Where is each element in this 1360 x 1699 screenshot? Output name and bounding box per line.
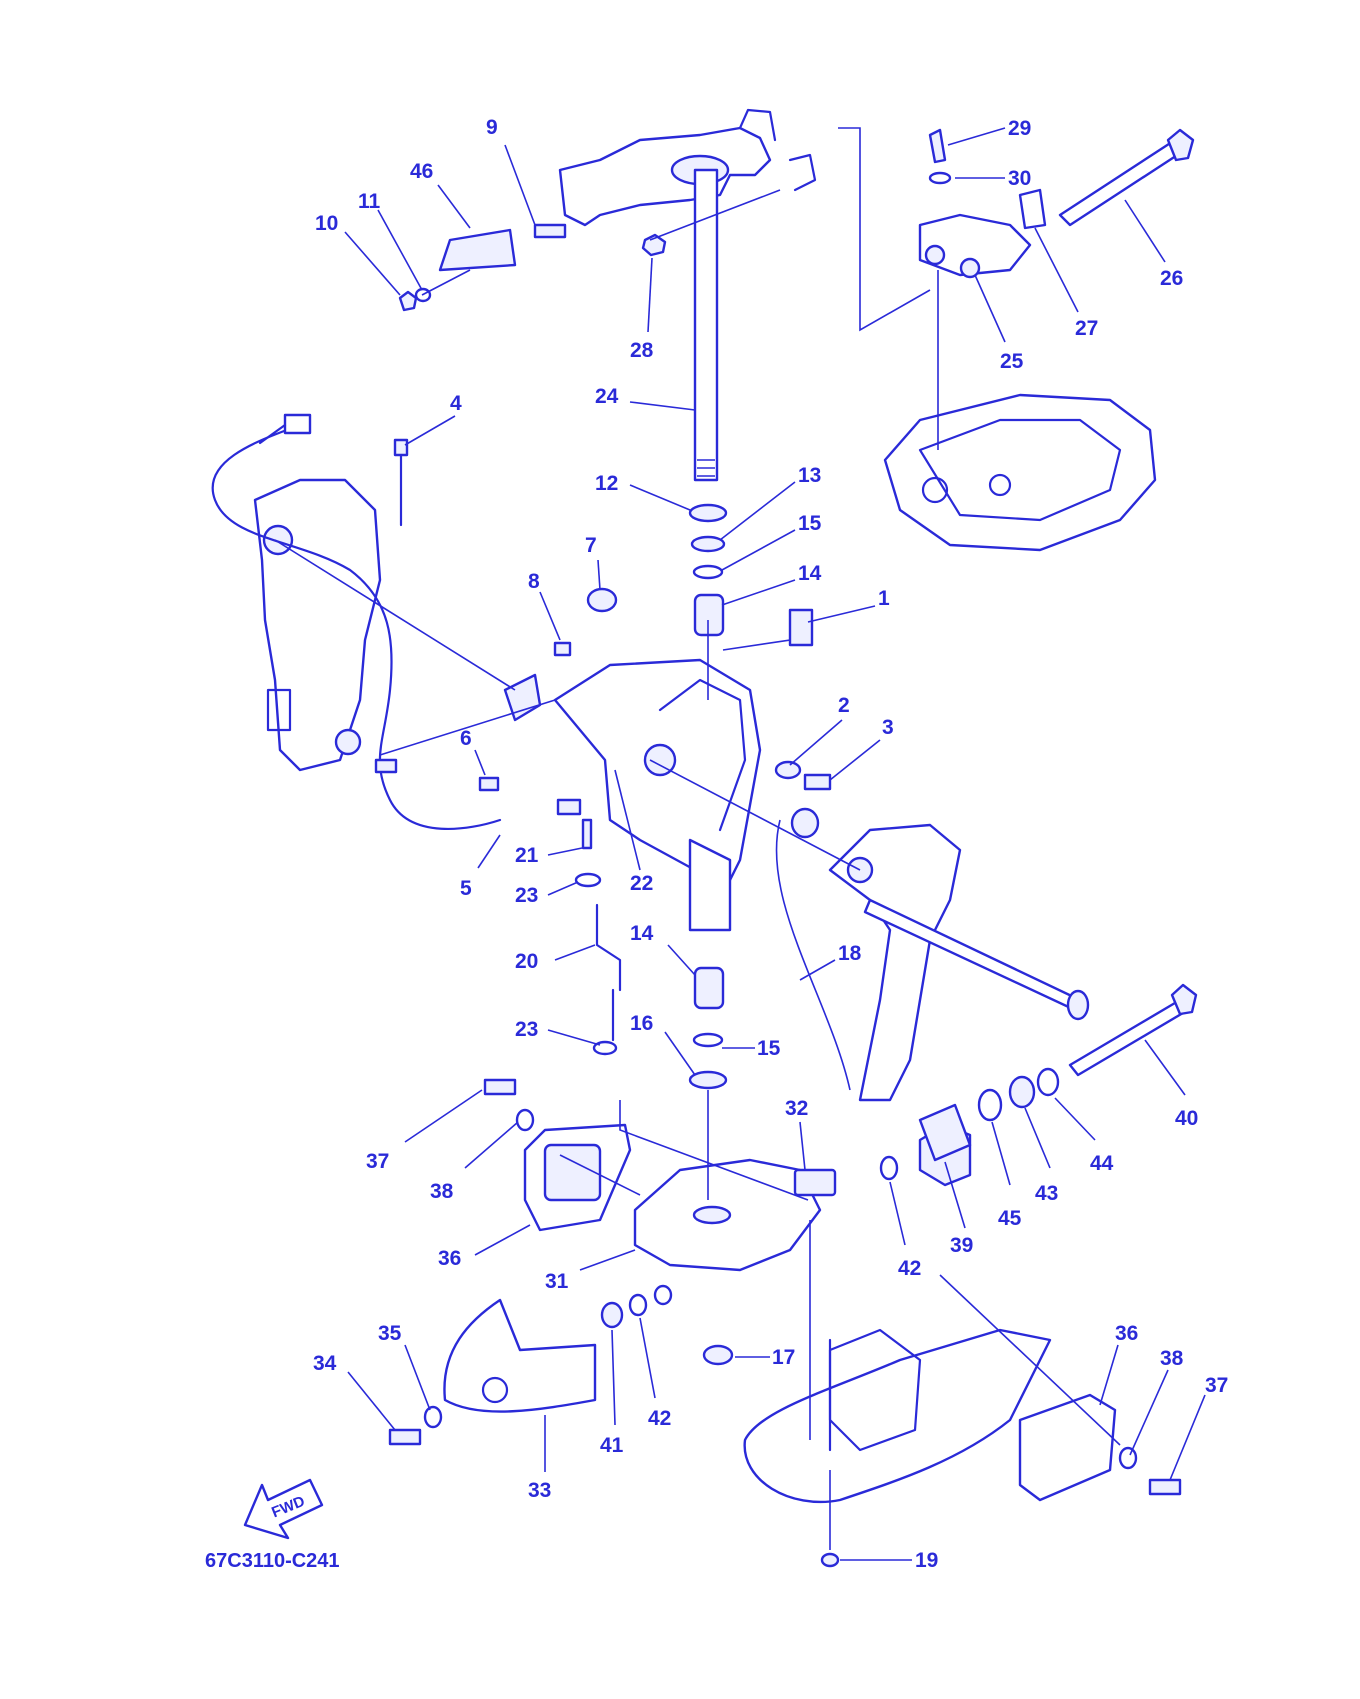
- callout-41: 41: [600, 1434, 624, 1457]
- callout-23: 23: [515, 884, 538, 907]
- callout-38: 38: [430, 1180, 454, 1203]
- left-clamp-bracket-part: [253, 478, 382, 772]
- callout-10: 10: [315, 212, 338, 235]
- callout-2: 2: [838, 694, 850, 717]
- callout-9: 9: [486, 116, 498, 139]
- callout-39: 39: [950, 1234, 973, 1257]
- callout-6: 6: [460, 727, 472, 750]
- right-clamp-bracket-part: [828, 823, 1090, 1102]
- callout-25: 25: [1000, 350, 1024, 373]
- callout-32: 32: [785, 1097, 808, 1120]
- figure-code: 67C3110-C241: [205, 1550, 340, 1572]
- reference-lines: [274, 127, 1121, 1550]
- callout-14b: 14: [630, 922, 654, 945]
- steering-shaft-part: [693, 168, 719, 482]
- callout-28: 28: [630, 339, 654, 362]
- callout-46: 46: [410, 160, 433, 183]
- lower-plate-part: [743, 1328, 1052, 1504]
- callout-42b: 42: [898, 1257, 921, 1280]
- callout-35: 35: [378, 1322, 402, 1345]
- callout-group: 1 2 3 4 5 6 7 8 9 10 11 12 13 14 15 14 1…: [313, 116, 1228, 1572]
- callout-15: 15: [798, 512, 822, 535]
- callout-5: 5: [460, 877, 472, 900]
- callout-20: 20: [515, 950, 538, 973]
- bushing-stack-part: [688, 503, 814, 1090]
- callout-40: 40: [1175, 1107, 1198, 1130]
- callout-29: 29: [1008, 117, 1031, 140]
- callout-36: 36: [438, 1247, 461, 1270]
- upper-mount-bracket-part: [918, 128, 1047, 279]
- callout-12: 12: [595, 472, 618, 495]
- callout-4: 4: [450, 392, 462, 415]
- callout-18: 18: [838, 942, 862, 965]
- fwd-arrow-icon: FWD: [243, 1478, 324, 1540]
- callout-31: 31: [545, 1270, 569, 1293]
- callout-36b: 36: [1115, 1322, 1138, 1345]
- callout-34: 34: [313, 1352, 337, 1375]
- mount-washers-part: [918, 1067, 1060, 1162]
- callout-8: 8: [528, 570, 540, 593]
- small-fasteners-part: [374, 223, 1182, 1568]
- callout-26: 26: [1160, 267, 1183, 290]
- bolt-26-part: [1058, 128, 1195, 227]
- lower-mount-part: [523, 1123, 1117, 1502]
- bolt-40-part: [1068, 983, 1198, 1077]
- callout-7: 7: [585, 534, 597, 557]
- callout-30: 30: [1008, 167, 1031, 190]
- callout-27: 27: [1075, 317, 1098, 340]
- callout-13: 13: [798, 464, 821, 487]
- callout-23b: 23: [515, 1018, 538, 1041]
- callout-19: 19: [915, 1549, 938, 1572]
- callout-11: 11: [358, 190, 381, 213]
- callout-37: 37: [366, 1150, 389, 1173]
- callout-3: 3: [882, 716, 894, 739]
- callout-43: 43: [1035, 1182, 1058, 1205]
- front-cover-part: [443, 1298, 597, 1413]
- callout-37b: 37: [1205, 1374, 1228, 1397]
- hose-part: [595, 903, 622, 1042]
- callout-17: 17: [772, 1346, 795, 1369]
- callout-14: 14: [798, 562, 822, 585]
- callout-22: 22: [630, 872, 653, 895]
- steering-arm-part: [558, 108, 817, 227]
- callout-44: 44: [1090, 1152, 1114, 1175]
- callout-38b: 38: [1160, 1347, 1184, 1370]
- callout-45: 45: [998, 1207, 1022, 1230]
- callout-16: 16: [630, 1012, 653, 1035]
- bottom-cowling-part: [883, 393, 1157, 552]
- callout-24: 24: [595, 385, 619, 408]
- callout-42: 42: [648, 1407, 671, 1430]
- callout-1: 1: [878, 587, 890, 610]
- swivel-bracket-part: [553, 658, 762, 932]
- callout-15b: 15: [757, 1037, 781, 1060]
- trim-wire-part: [211, 413, 502, 830]
- callout-21: 21: [515, 844, 539, 867]
- callout-33: 33: [528, 1479, 551, 1502]
